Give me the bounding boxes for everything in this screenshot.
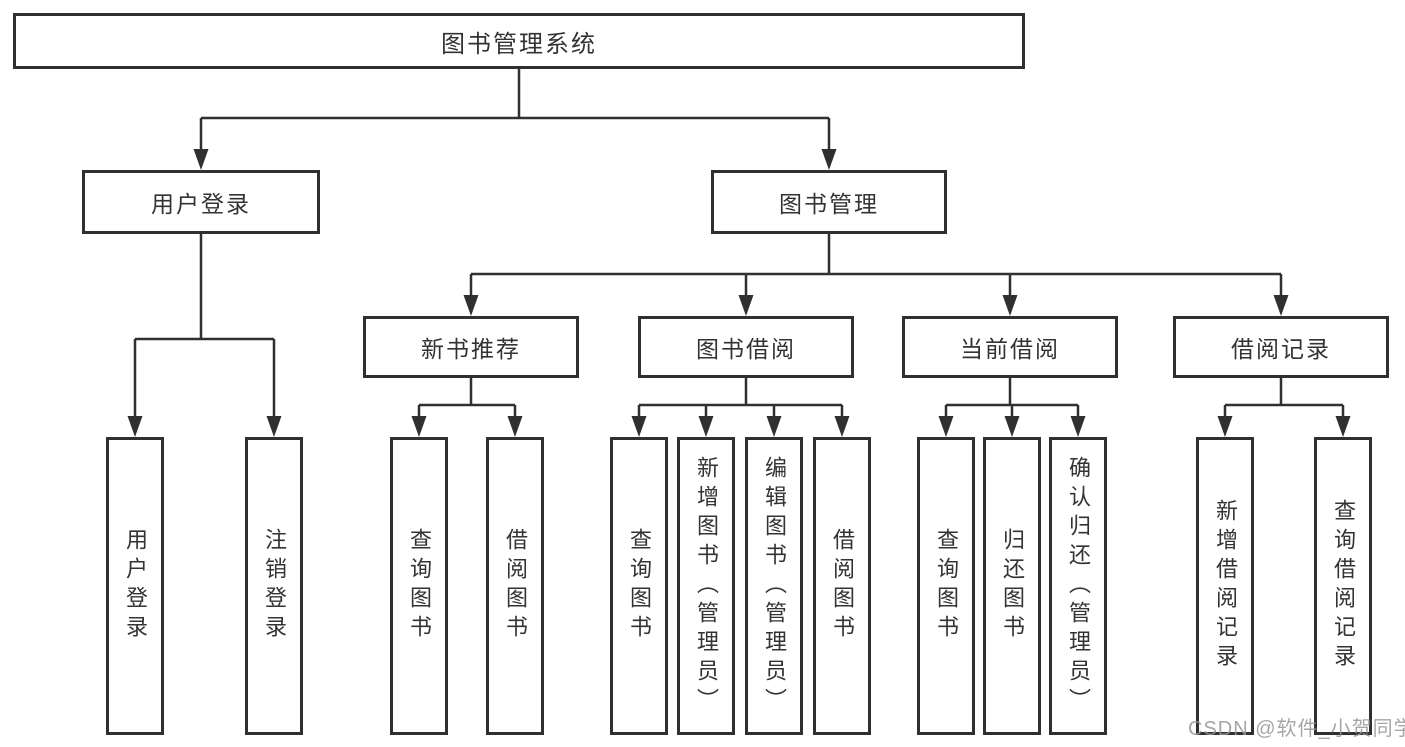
arrow-down-icon (1273, 295, 1289, 316)
arrow-down-icon (698, 416, 714, 437)
arrow-down-icon (1004, 416, 1020, 437)
leaf-label: 查询图书 (934, 528, 959, 644)
arrow-down-icon (266, 416, 282, 437)
node-current-borrow: 当前借阅 (902, 316, 1118, 378)
leaf-label: 查询借阅记录 (1331, 499, 1356, 673)
leaf-label: 新增图书（管理员） (694, 455, 719, 717)
leaf-logout-login: 注销登录 (245, 437, 303, 735)
arrow-down-icon (193, 149, 209, 170)
arrow-down-icon (834, 416, 850, 437)
arrow-down-icon (766, 416, 782, 437)
node-new-book-recommend: 新书推荐 (363, 316, 579, 378)
leaf-label: 查询图书 (407, 528, 432, 644)
leaf-label: 查询图书 (627, 528, 652, 644)
leaf-current-confirm-return-admin: 确认归还（管理员） (1049, 437, 1107, 735)
node-label: 新书推荐 (421, 336, 521, 362)
arrow-down-icon (463, 295, 479, 316)
leaf-label: 编辑图书（管理员） (762, 455, 787, 717)
node-label: 图书借阅 (696, 336, 796, 362)
leaf-records-query-record: 查询借阅记录 (1314, 437, 1372, 735)
node-root-system: 图书管理系统 (13, 13, 1025, 69)
arrow-down-icon (821, 149, 837, 170)
leaf-borrow-query-books: 查询图书 (610, 437, 668, 735)
leaf-newbook-query-books: 查询图书 (390, 437, 448, 735)
leaf-label: 借阅图书 (830, 528, 855, 644)
arrow-down-icon (1335, 416, 1351, 437)
node-book-borrow: 图书借阅 (638, 316, 854, 378)
leaf-current-query-books: 查询图书 (917, 437, 975, 735)
leaf-label: 借阅图书 (503, 528, 528, 644)
arrow-down-icon (738, 295, 754, 316)
arrow-down-icon (1217, 416, 1233, 437)
node-label: 借阅记录 (1231, 336, 1331, 362)
node-label: 图书管理系统 (441, 30, 597, 58)
arrow-down-icon (507, 416, 523, 437)
leaf-label: 注销登录 (262, 528, 287, 644)
node-borrow-records: 借阅记录 (1173, 316, 1389, 378)
leaf-borrow-add-books-admin: 新增图书（管理员） (677, 437, 735, 735)
leaf-borrow-edit-books-admin: 编辑图书（管理员） (745, 437, 803, 735)
node-user-login: 用户登录 (82, 170, 320, 234)
arrow-down-icon (938, 416, 954, 437)
leaf-label: 归还图书 (1000, 528, 1025, 644)
leaf-label: 确认归还（管理员） (1066, 455, 1091, 717)
arrow-down-icon (127, 416, 143, 437)
node-label: 当前借阅 (960, 336, 1060, 362)
arrow-down-icon (411, 416, 427, 437)
leaf-records-add-record: 新增借阅记录 (1196, 437, 1254, 735)
node-label: 图书管理 (779, 191, 879, 217)
leaf-label: 用户登录 (123, 528, 148, 644)
leaf-current-return-books: 归还图书 (983, 437, 1041, 735)
arrow-down-icon (631, 416, 647, 437)
node-label: 用户登录 (151, 191, 251, 217)
arrow-down-icon (1002, 295, 1018, 316)
leaf-label: 新增借阅记录 (1213, 499, 1238, 673)
leaf-user-login: 用户登录 (106, 437, 164, 735)
leaf-newbook-borrow-books: 借阅图书 (486, 437, 544, 735)
node-book-management: 图书管理 (711, 170, 947, 234)
arrow-down-icon (1070, 416, 1086, 437)
csdn-watermark: CSDN @软件_小贺同学 (1188, 718, 1405, 740)
leaf-borrow-borrow-books: 借阅图书 (813, 437, 871, 735)
